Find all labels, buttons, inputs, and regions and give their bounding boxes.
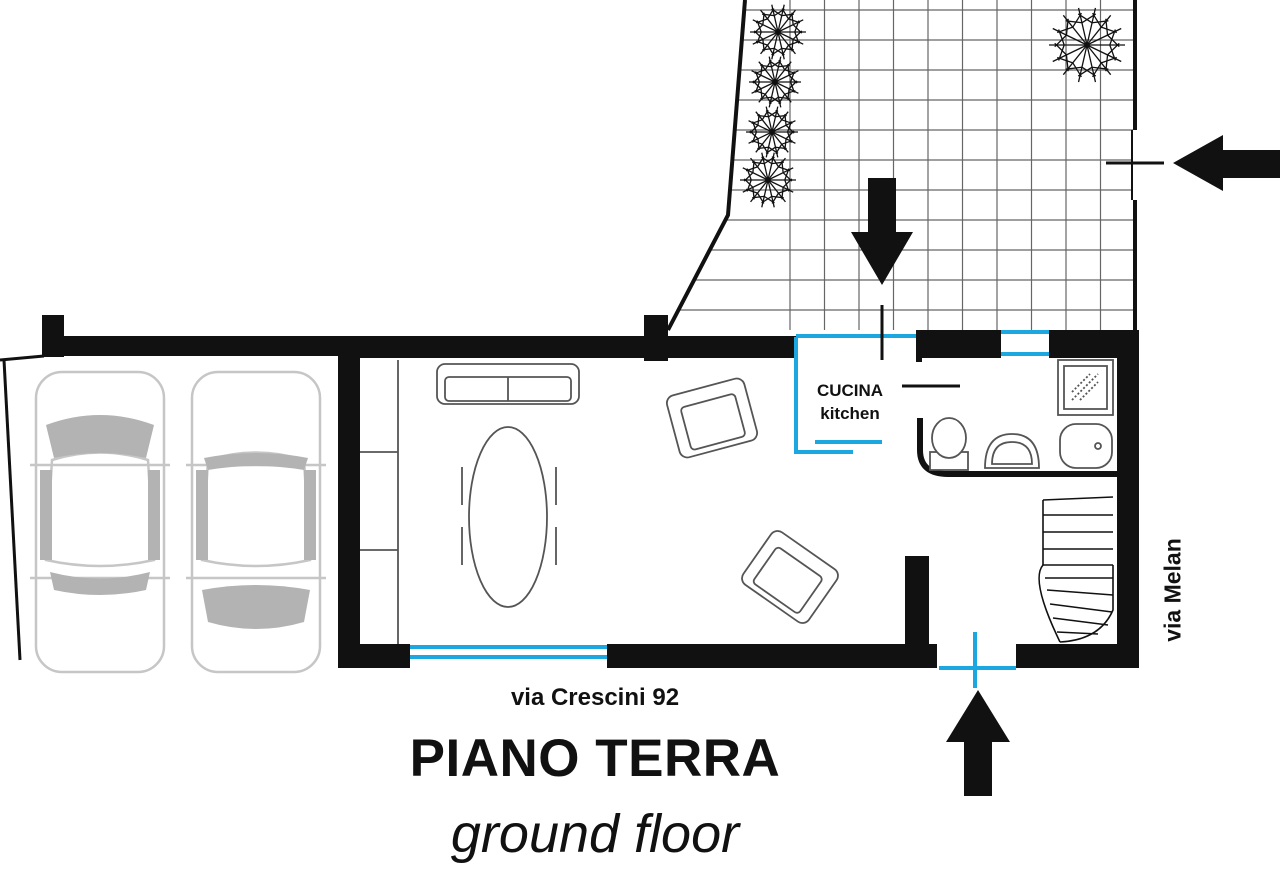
dining-table	[461, 426, 557, 608]
plan-title: PIANO TERRA	[409, 729, 781, 788]
windows	[410, 330, 1049, 688]
furniture	[360, 359, 1114, 644]
toilet	[929, 417, 969, 471]
arrow-up-icon	[946, 690, 1010, 796]
parking-boundary	[2, 359, 22, 661]
staircase	[1038, 496, 1114, 643]
wall-cabinet	[360, 360, 399, 644]
parking-area	[0, 354, 326, 674]
bidet	[1059, 423, 1113, 469]
walls	[42, 315, 1139, 668]
shrub-icon	[740, 152, 796, 208]
wash-basin	[984, 433, 1040, 469]
shrub-icon	[746, 106, 798, 158]
armchair	[665, 377, 759, 459]
shower-tray	[1057, 359, 1114, 416]
shrub-icon	[749, 56, 801, 108]
arrow-down-icon	[851, 178, 913, 285]
car-icon	[30, 370, 170, 674]
kitchen-label-en: kitchen	[820, 404, 880, 423]
shrub-icon	[750, 4, 806, 60]
armchair	[741, 530, 839, 624]
garden	[666, 0, 1164, 331]
side-street-label: via Melan	[1159, 538, 1186, 642]
doors	[880, 305, 960, 388]
bathroom-wall	[917, 418, 1117, 477]
car-icon	[186, 370, 326, 674]
arrow-left-icon	[1173, 135, 1280, 191]
plant-shrubs	[740, 4, 1125, 208]
sofa	[436, 363, 580, 405]
street-address: via Crescini 92	[510, 684, 680, 711]
plan-subtitle: ground floor	[450, 804, 740, 864]
shrub-icon	[1049, 7, 1125, 83]
kitchen-label: CUCINA	[816, 381, 884, 400]
garden-boundary	[666, 0, 747, 331]
